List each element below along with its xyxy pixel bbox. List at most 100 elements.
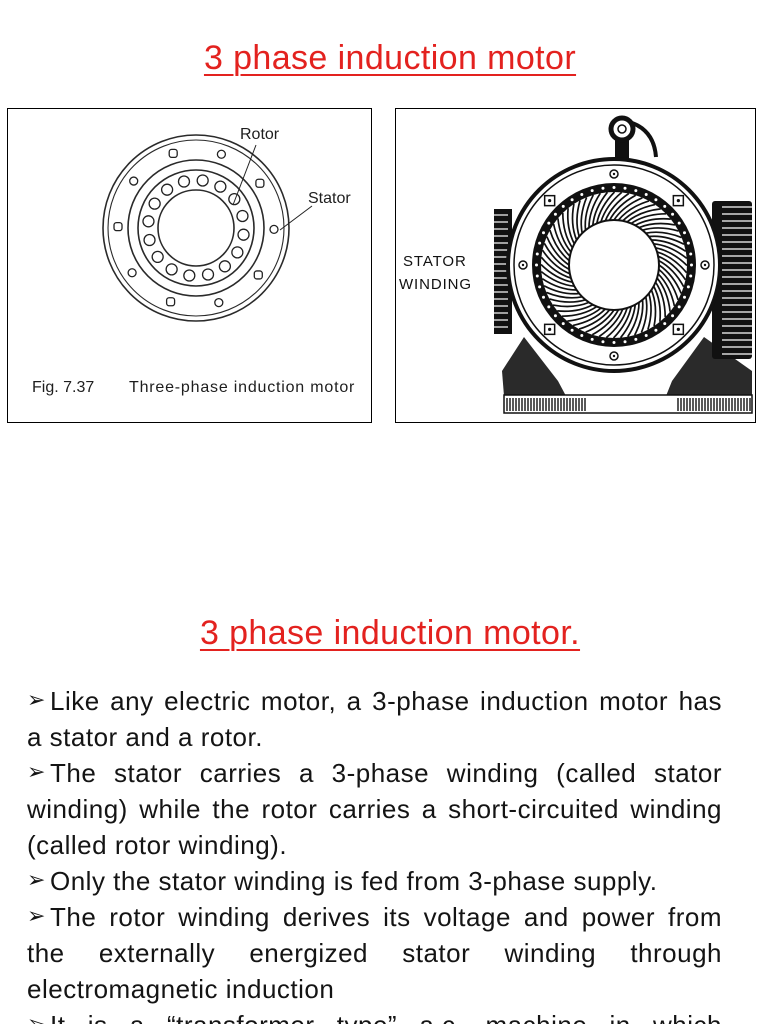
- core-lamination-dot: [542, 231, 546, 235]
- frame-inner-edge: [513, 164, 715, 366]
- core-laminations: [535, 186, 693, 344]
- slide-title: 3 phase induction motor: [203, 39, 577, 77]
- rotor-slot: [165, 263, 178, 276]
- winding-coil-line: [585, 309, 615, 333]
- winding-coil-line: [543, 284, 580, 295]
- core-lamination-dot: [671, 212, 675, 216]
- stator-slot: [127, 268, 137, 278]
- core-lamination-dot: [601, 340, 605, 344]
- core-lamination-dot: [590, 337, 594, 341]
- winding-coil-line: [561, 305, 598, 318]
- stator-slots: [113, 148, 279, 308]
- arrow-bullet-icon: ➢: [27, 688, 46, 713]
- core-lamination-dot: [570, 328, 574, 332]
- frame-handle: [631, 121, 658, 158]
- winding-coil-line: [626, 302, 640, 338]
- stator-bore: [568, 219, 660, 311]
- stator-slot: [214, 297, 224, 308]
- frame-bolt-center: [548, 327, 552, 331]
- right-leg: [666, 337, 752, 396]
- core-lamination-dot: [686, 241, 690, 245]
- bullet-line: ➢ The stator carries a 3-phase winding (…: [27, 755, 722, 791]
- winding-coil-line: [652, 285, 662, 322]
- core-lamination-dot: [538, 285, 542, 289]
- rotor-slot: [218, 260, 232, 273]
- arrow-bullet-icon: ➢: [27, 904, 46, 929]
- frame-bolts: [518, 169, 710, 361]
- arrow-bullet-icon: ➢: [27, 760, 46, 785]
- core-lamination-dot: [663, 204, 667, 208]
- winding-coil-line: [656, 277, 671, 312]
- core-lamination-dot: [547, 305, 551, 309]
- winding-coil-line: [605, 307, 628, 339]
- winding-coil-line: [608, 194, 637, 221]
- winding-coil-line: [657, 273, 676, 307]
- winding-coil-line: [572, 308, 606, 327]
- winding-coil-line: [647, 293, 652, 330]
- rotor-slot: [142, 215, 155, 228]
- core-lamination-dot: [677, 305, 681, 309]
- rotor-slot: [237, 228, 250, 241]
- winding-coil-line: [543, 242, 570, 271]
- winding-coil-line: [619, 304, 637, 339]
- rotor-label: Rotor: [240, 126, 280, 143]
- winding-coil-line: [567, 307, 602, 322]
- core-lamination-dot: [663, 322, 667, 326]
- bullet-text-continuation: electromagnetic induction: [27, 974, 335, 1004]
- bullet-line: ➢ Like any electric motor, a 3-phase ind…: [27, 683, 722, 719]
- core-lamination-dot: [538, 241, 542, 245]
- core-lamination-dot: [601, 186, 605, 190]
- core-lamination-dot: [561, 204, 565, 208]
- core-lamination-dot: [677, 221, 681, 225]
- frame-bolt-center: [612, 172, 616, 176]
- rotor-slots: [142, 174, 250, 282]
- winding-coil-line: [650, 289, 657, 327]
- core-lamination-dot: [612, 341, 616, 344]
- stator-slot: [165, 297, 176, 307]
- figure-motor-drawing: STATOR WINDING: [395, 108, 756, 423]
- stator-outer-circle: [102, 134, 290, 322]
- core-lamination-dot: [689, 274, 693, 278]
- winding-coil-line: [648, 235, 685, 246]
- core-lamination-dot: [634, 189, 638, 193]
- winding-coil-line: [541, 277, 577, 291]
- rotor-slot: [196, 174, 209, 187]
- winding-coil-line: [584, 194, 595, 231]
- stator-winding-label-line-1: STATOR: [403, 253, 467, 270]
- core-lamination-dot: [535, 274, 539, 278]
- frame-bolt-center: [676, 199, 680, 203]
- winding-coil-line: [598, 308, 624, 338]
- winding-coil-line: [546, 291, 583, 299]
- core-lamination-dot: [654, 198, 658, 202]
- winding-coil-line: [642, 227, 679, 232]
- bullet-text: The stator carries a 3-phase winding (ca…: [50, 758, 722, 788]
- rotor-slot: [160, 183, 174, 196]
- winding-coil-line: [656, 251, 688, 274]
- stator-leader-line: [279, 205, 313, 231]
- frame-bolt-center: [548, 199, 552, 203]
- core-lamination-dot: [623, 186, 627, 190]
- winding-coil-line: [658, 268, 679, 301]
- winding-coil-line: [613, 197, 643, 221]
- winding-coil-line: [549, 298, 586, 303]
- core-lamination-dot: [654, 328, 658, 332]
- winding-coil-line: [651, 239, 687, 253]
- stator-slot: [269, 224, 279, 235]
- winding-coil-line: [640, 296, 648, 333]
- winding-coil-line: [633, 299, 644, 336]
- core-lamination-dot: [553, 212, 557, 216]
- winding-coil-line: [552, 223, 571, 257]
- core-lamination-dot: [682, 295, 686, 299]
- core-lamination-dot: [561, 322, 565, 326]
- bullet-text: The rotor winding derives its voltage an…: [50, 902, 722, 932]
- bullet-text-continuation: a stator and a rotor.: [27, 722, 263, 752]
- core-lamination-dot: [553, 314, 557, 318]
- core-lamination-dot: [644, 333, 648, 337]
- core-lamination-dot: [686, 285, 690, 289]
- winding-coil-line: [600, 191, 623, 223]
- arrow-bullet-icon: ➢: [27, 868, 46, 893]
- frame-bolt-center: [521, 263, 525, 267]
- rotor-inner-circle: [157, 189, 235, 267]
- frame-bolt-center: [676, 327, 680, 331]
- core-lamination-dot: [535, 252, 539, 256]
